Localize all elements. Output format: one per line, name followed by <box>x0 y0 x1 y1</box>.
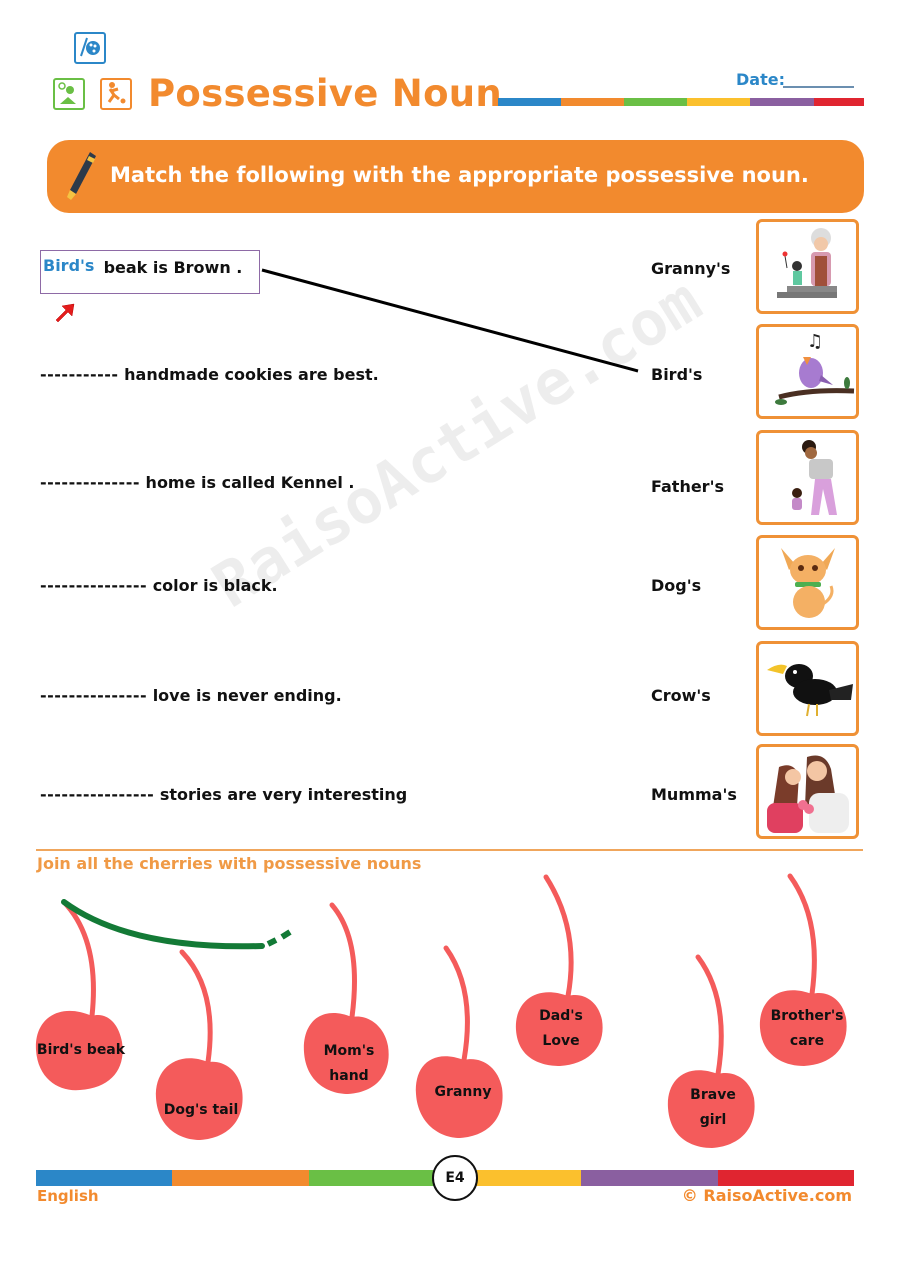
date-label: Date: <box>736 70 785 89</box>
page-title: Possessive Noun <box>148 72 503 115</box>
reading-child-icon <box>53 78 85 110</box>
match-line <box>261 268 639 373</box>
section-divider <box>36 849 863 851</box>
answer-blank[interactable]: --------------- <box>40 576 148 595</box>
sentence-text: handmade cookies are best. <box>124 365 379 384</box>
black-crow-image <box>756 641 859 736</box>
father-with-daughter-image <box>756 430 859 525</box>
cherry-dads-love <box>515 992 603 1066</box>
instruction-text: Match the following with the appropriate… <box>110 163 809 187</box>
sentence-5: --------------- love is never ending. <box>40 686 342 705</box>
sentence-3: -------------- home is called Kennel . <box>40 473 354 492</box>
sentence-text: stories are very interesting <box>159 785 408 804</box>
cherry-bird-beak <box>35 1010 123 1091</box>
sentence-6: ---------------- stories are very intere… <box>40 785 407 804</box>
sentence-2: ----------- handmade cookies are best. <box>40 365 379 384</box>
option-label[interactable]: Dog's <box>651 576 702 595</box>
cherry-label[interactable]: Granny <box>434 1084 492 1100</box>
cherry-label[interactable]: Dog's tail <box>163 1102 239 1118</box>
instruction-banner <box>47 140 864 213</box>
cherry-label[interactable]: Dad's Love <box>539 1008 583 1049</box>
date-field[interactable] <box>783 86 854 88</box>
granny-with-child-image <box>756 219 859 314</box>
cherry-label[interactable]: Brave girl <box>690 1087 736 1128</box>
footer-color-stripe <box>36 1170 854 1186</box>
cherry-brothers-care <box>759 990 847 1066</box>
cherry-dogs-tail <box>155 1058 243 1140</box>
option-label[interactable]: Bird's <box>651 365 703 384</box>
sentence-text: color is black. <box>152 576 278 595</box>
subject-label: English <box>37 1187 99 1205</box>
sentence-text: love is never ending. <box>152 686 342 705</box>
page-code-badge: E4 <box>432 1155 478 1201</box>
answer-blank[interactable]: -------------- <box>40 473 140 492</box>
cherry-granny <box>415 1056 503 1138</box>
copyright-label: © RaisoActive.com <box>681 1186 852 1205</box>
answer-blank[interactable]: ----------- <box>40 365 119 384</box>
sentence-4: --------------- color is black. <box>40 576 278 595</box>
header-color-stripe <box>498 98 865 106</box>
answer-text: Bird's <box>43 256 95 275</box>
sentence-text: home is called Kennel . <box>145 473 355 492</box>
option-label[interactable]: Mumma's <box>651 785 737 804</box>
option-label[interactable]: Granny's <box>651 259 731 278</box>
singing-bird-image: ♫ <box>756 324 859 419</box>
sentence-text: beak is Brown . <box>103 258 243 277</box>
answer-highlight-box <box>40 250 260 294</box>
cherry-brave-girl <box>667 1070 755 1148</box>
chihuahua-dog-image <box>756 535 859 630</box>
mother-and-daughter-image <box>756 744 859 839</box>
cherry-label[interactable]: Brother's care <box>770 1008 844 1049</box>
cherry-label[interactable]: Mom's hand <box>323 1043 375 1084</box>
answer-blank[interactable]: --------------- <box>40 686 148 705</box>
sentence-1: ------- beak is Brown . <box>42 258 243 277</box>
option-label[interactable]: Father's <box>651 477 724 496</box>
cherry-moms-hand <box>303 1012 389 1094</box>
marker-pen-icon <box>67 152 96 200</box>
cherry-label[interactable]: Bird's beak <box>36 1042 126 1058</box>
red-arrow-icon <box>55 303 75 323</box>
option-label[interactable]: Crow's <box>651 686 711 705</box>
palette-icon <box>74 32 106 64</box>
svg-text:♫: ♫ <box>807 331 823 352</box>
running-child-icon <box>100 78 132 110</box>
answer-blank[interactable]: ---------------- <box>40 785 155 804</box>
cherries-section-title: Join all the cherries with possessive no… <box>37 854 422 873</box>
cherries-area <box>35 873 847 1148</box>
